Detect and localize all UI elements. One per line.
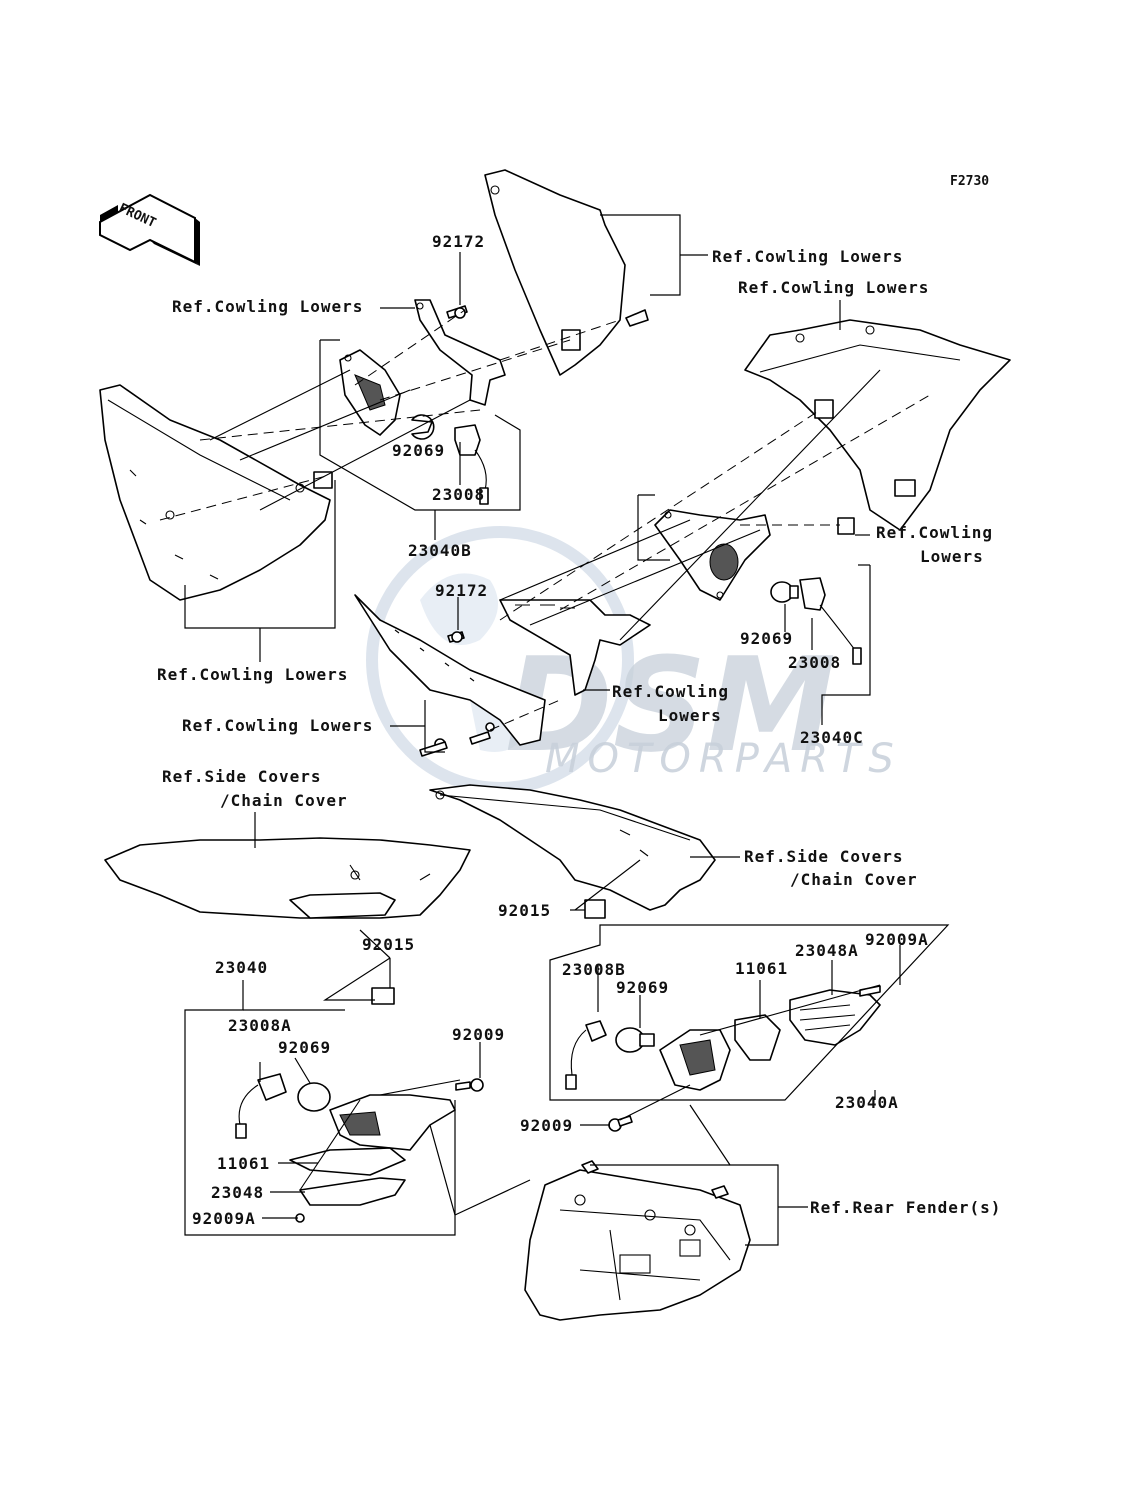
label-ref-cowling-right: Ref.Cowling	[876, 523, 993, 542]
turn-signal-23040A	[565, 989, 881, 1091]
label-ref-cowling-lowers-mid: Ref.Cowling Lowers	[182, 716, 373, 735]
rear-fender	[524, 1160, 751, 1321]
label-chain-cover-left: /Chain Cover	[220, 791, 348, 810]
label-92015-left: 92015	[362, 935, 415, 954]
label-ref-cowling-middle: Ref.Cowling	[612, 682, 729, 701]
socket-23008-right	[799, 577, 862, 665]
label-23008B: 23008B	[562, 960, 626, 979]
label-92009-right: 92009	[520, 1116, 573, 1135]
left-side-cover	[104, 837, 471, 919]
alignment-dashes	[159, 309, 931, 731]
bulb-92069-right	[770, 581, 799, 603]
bracket-upper	[414, 299, 506, 406]
label-ref-side-covers-left: Ref.Side Covers	[162, 767, 322, 786]
label-11061-left: 11061	[217, 1154, 270, 1173]
label-23040B: 23040B	[408, 541, 472, 560]
watermark: DSM MOTORPARTS	[366, 526, 902, 794]
label-23008-top: 23008	[432, 485, 485, 504]
label-ref-rear-fender: Ref.Rear Fender(s)	[810, 1198, 1001, 1217]
screw-92009-left	[455, 1078, 484, 1092]
right-side-cover	[429, 784, 716, 911]
label-92069-lower-left: 92069	[278, 1038, 331, 1057]
label-ref-cowling-lowers-2: Ref.Cowling Lowers	[712, 247, 903, 266]
label-23040A: 23040A	[835, 1093, 899, 1112]
grommet-left	[313, 471, 333, 489]
label-92009A-left: 92009A	[192, 1209, 256, 1228]
label-ref-side-covers-right: Ref.Side Covers	[744, 847, 904, 866]
turn-signal-23040C	[654, 509, 771, 601]
grommet-92015-right	[584, 899, 606, 919]
upper-right-small-panel	[484, 169, 649, 376]
watermark-sub: MOTORPARTS	[545, 736, 902, 782]
label-23040C: 23040C	[800, 728, 864, 747]
label-lowers-right: Lowers	[920, 547, 984, 566]
grommet-92015-left	[371, 987, 395, 1005]
assembly-lines	[209, 369, 881, 1191]
label-23008A: 23008A	[228, 1016, 292, 1035]
turn-signal-23040	[235, 1073, 456, 1206]
front-direction-badge: FRONT	[99, 193, 200, 266]
label-chain-cover-right: /Chain Cover	[790, 870, 918, 889]
left-cowling-lower-panel	[99, 384, 331, 601]
label-92009A-right: 92009A	[865, 930, 929, 949]
screw-92009-right	[608, 1115, 633, 1132]
label-ref-cowling-lowers-1: Ref.Cowling Lowers	[172, 297, 363, 316]
label-ref-cowling-lowers-3: Ref.Cowling Lowers	[738, 278, 929, 297]
label-23008-right: 23008	[788, 653, 841, 672]
label-11061-right: 11061	[735, 959, 788, 978]
label-92172-top: 92172	[432, 232, 485, 251]
label-92069-lower-right: 92069	[616, 978, 669, 997]
label-92172-middle: 92172	[435, 581, 488, 600]
right-cowling-lower-panel	[744, 319, 1011, 531]
bolt-92172-top	[446, 305, 468, 319]
labels: 92172 Ref.Cowling Lowers Ref.Cowling Low…	[157, 232, 1001, 1228]
leader-lines	[184, 214, 950, 1246]
label-92069-right: 92069	[740, 629, 793, 648]
label-lowers-middle: Lowers	[658, 706, 722, 725]
bulb-92069-top	[411, 414, 435, 440]
label-23040: 23040	[215, 958, 268, 977]
label-23048A: 23048A	[795, 941, 859, 960]
bracket-middle	[447, 599, 651, 696]
label-ref-cowling-lowers-left: Ref.Cowling Lowers	[157, 665, 348, 684]
turn-signal-23040B	[339, 349, 401, 436]
label-92069-top: 92069	[392, 441, 445, 460]
watermark-main: DSM	[505, 629, 836, 781]
label-92015-right: 92015	[498, 901, 551, 920]
middle-cowling-panel	[354, 594, 546, 757]
figure-code: F2730	[950, 174, 989, 189]
socket-23008-top	[454, 424, 489, 505]
label-92009-left: 92009	[452, 1025, 505, 1044]
label-23048: 23048	[211, 1183, 264, 1202]
grommet-right	[837, 517, 855, 535]
